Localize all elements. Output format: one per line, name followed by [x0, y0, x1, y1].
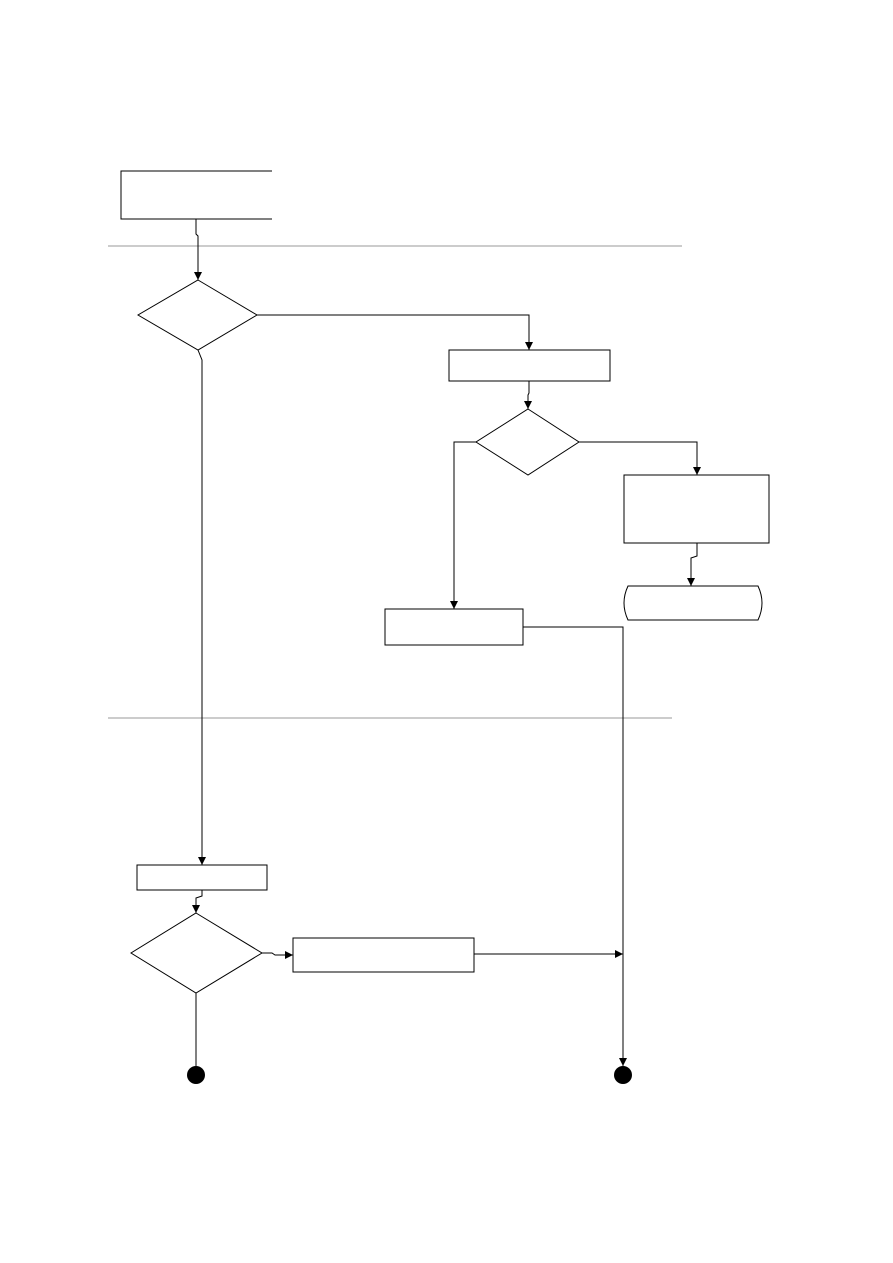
decision-3	[130, 912, 263, 994]
edge-decision-2-to-process-3	[579, 441, 701, 475]
end-dot-right	[614, 1066, 632, 1084]
edge-decision-1-to-process-5	[197, 349, 206, 865]
edge-decision-3-to-process-6	[262, 951, 293, 959]
decision-2	[475, 408, 580, 476]
edge-decision-2-to-process-4	[450, 441, 476, 609]
edge-process-3-to-terminal	[687, 543, 698, 586]
process-6	[292, 937, 475, 973]
edge-process-4-to-end-right	[523, 626, 627, 1066]
edge-start-to-decision-1	[194, 219, 202, 280]
process-2	[448, 349, 611, 382]
end-dot-left	[187, 1066, 205, 1084]
rounded-terminal	[623, 585, 763, 621]
edge-decision-1-to-process-2	[257, 314, 533, 350]
process-3	[623, 474, 770, 544]
process-5	[136, 864, 268, 891]
edge-process-5-to-decision-3	[192, 890, 203, 913]
edge-process-2-to-decision-2	[524, 381, 532, 409]
decision-1	[137, 279, 258, 351]
process-4	[384, 608, 524, 646]
start-box	[120, 170, 272, 220]
